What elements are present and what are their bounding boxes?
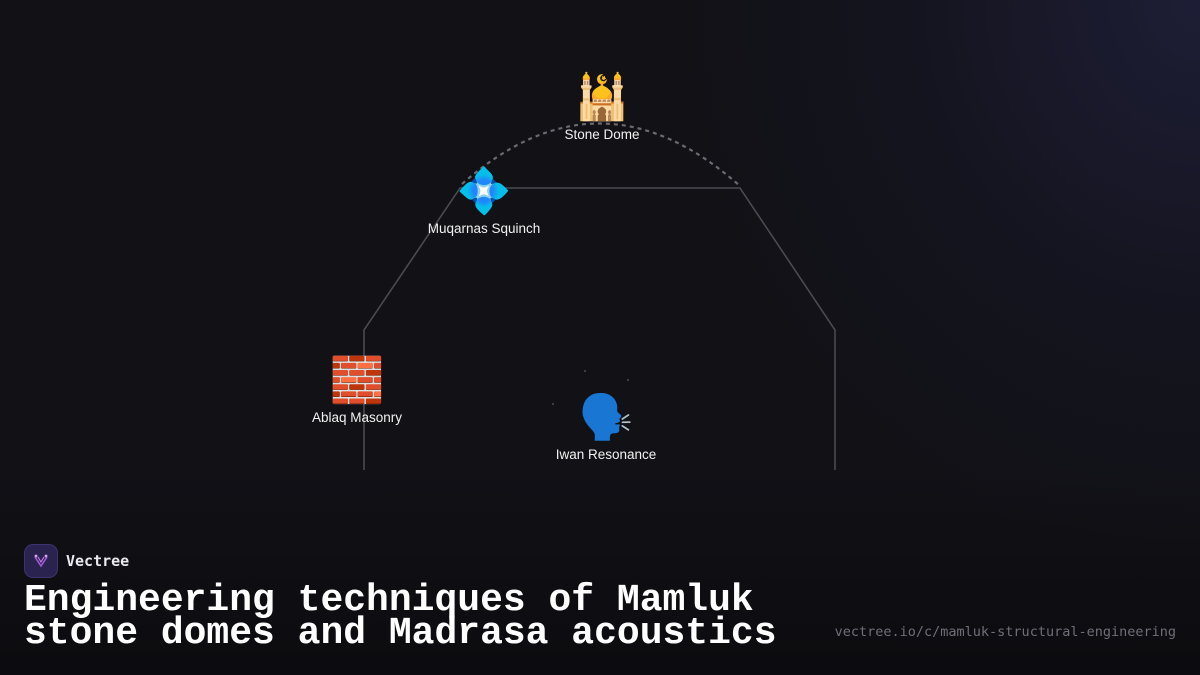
brand[interactable]: Vectree [24,544,129,578]
diamond-icon: 💠 [456,166,512,217]
node-ablaq-masonry: 🧱 Ablaq Masonry [311,355,403,426]
page-title: Engineering techniques of Mamluk stone d… [24,579,804,655]
speaking-head-icon: 🗣️ [578,392,634,443]
title-line-1: Engineering techniques of Mamluk [24,579,754,622]
node-iwan-resonance: 🗣️ Iwan Resonance [555,392,657,463]
node-label: Ablaq Masonry [311,410,403,425]
node-stone-dome: 🕌 Stone Dome [564,72,640,143]
node-label: Stone Dome [564,127,640,142]
sound-dot [584,370,586,372]
sound-dot [552,403,554,405]
title-line-2: stone domes and Madrasa acoustics [24,612,777,655]
brick-icon: 🧱 [329,355,385,406]
node-muqarnas-squinch: 💠 Muqarnas Squinch [427,166,541,237]
mosque-icon: 🕌 [574,72,630,123]
vectree-logo-icon [24,544,58,578]
brand-name: Vectree [66,552,130,570]
sound-dot [627,379,629,381]
node-label: Muqarnas Squinch [427,221,541,236]
building-outline [363,187,836,470]
source-url[interactable]: vectree.io/c/mamluk-structural-engineeri… [834,624,1176,640]
node-label: Iwan Resonance [555,447,657,462]
dome-arc [461,122,741,187]
